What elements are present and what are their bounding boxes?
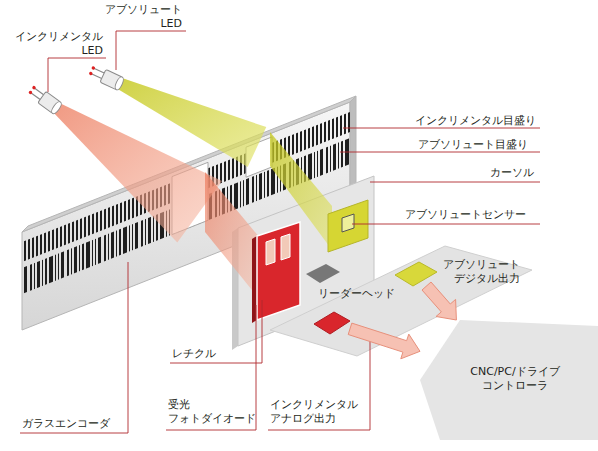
reader-head-chip xyxy=(306,264,340,283)
digital-output-pad-shape xyxy=(395,262,437,286)
part-label: アブソリュートセンサー xyxy=(405,208,526,222)
led-symbol xyxy=(28,90,33,95)
leader-line xyxy=(340,152,540,153)
led-symbol xyxy=(89,71,94,76)
node-text: CNC/PC/ドライブ コントローラ xyxy=(460,365,570,393)
reticle xyxy=(252,222,300,323)
transmitted-beam xyxy=(205,172,260,300)
part-label: アブソリュート目盛り xyxy=(418,138,528,152)
leader-line xyxy=(370,182,540,183)
analog-output-pad-outline xyxy=(314,312,350,334)
led-symbol xyxy=(32,85,37,90)
signal-arrow xyxy=(422,282,456,320)
part-label: ガラスエンコーダ xyxy=(22,417,110,431)
leader-line xyxy=(343,128,540,129)
node-text: アブソリュート デジタル出力 xyxy=(443,258,520,286)
led-symbol xyxy=(50,100,63,115)
led-symbol xyxy=(88,64,125,91)
reticle xyxy=(281,234,290,260)
led-symbol xyxy=(91,73,102,78)
leader-line xyxy=(48,58,106,92)
leader-line xyxy=(116,31,186,70)
controller-plane-shape xyxy=(420,320,598,440)
digital-output-pad: アブソリュート デジタル出力 xyxy=(395,262,437,286)
absolute-sensor xyxy=(328,200,368,252)
part-label: インクリメンタル目盛り xyxy=(415,114,536,128)
light-beam xyxy=(119,79,267,167)
reticle xyxy=(257,222,300,320)
part-label: リーダーヘッド xyxy=(318,287,395,301)
led-symbol xyxy=(91,66,96,71)
leader-line xyxy=(170,300,262,363)
led-symbol xyxy=(27,83,63,115)
controller-plane: CNC/PC/ドライブ コントローラ xyxy=(420,320,598,440)
led-symbol xyxy=(30,92,40,99)
part-label: アブソリュート LED xyxy=(105,3,182,31)
leader-line xyxy=(166,305,256,430)
reticle xyxy=(266,239,275,265)
led-symbol xyxy=(93,68,104,73)
led-symbol xyxy=(34,88,44,95)
leader-line xyxy=(268,338,370,430)
analog-output-pad: インクリメンタル アナログ出力 xyxy=(314,312,350,334)
part-label: レチクル xyxy=(172,347,216,361)
absolute-sensor xyxy=(342,214,354,232)
leader-line xyxy=(352,224,540,225)
signal-arrow xyxy=(348,323,420,359)
part-label: カーソル xyxy=(490,166,534,180)
part-label: インクリメンタル LED xyxy=(15,30,103,58)
node-text: インクリメンタル アナログ出力 xyxy=(270,398,358,426)
leader-line xyxy=(20,262,128,433)
analog-output-pad-shape xyxy=(314,312,350,334)
part-label: 受光 フォトダイオード xyxy=(168,398,256,426)
reader-head-chip xyxy=(306,264,340,283)
digital-output-pad-outline xyxy=(395,262,437,286)
led-symbol xyxy=(114,76,125,91)
absolute-sensor xyxy=(328,200,368,252)
